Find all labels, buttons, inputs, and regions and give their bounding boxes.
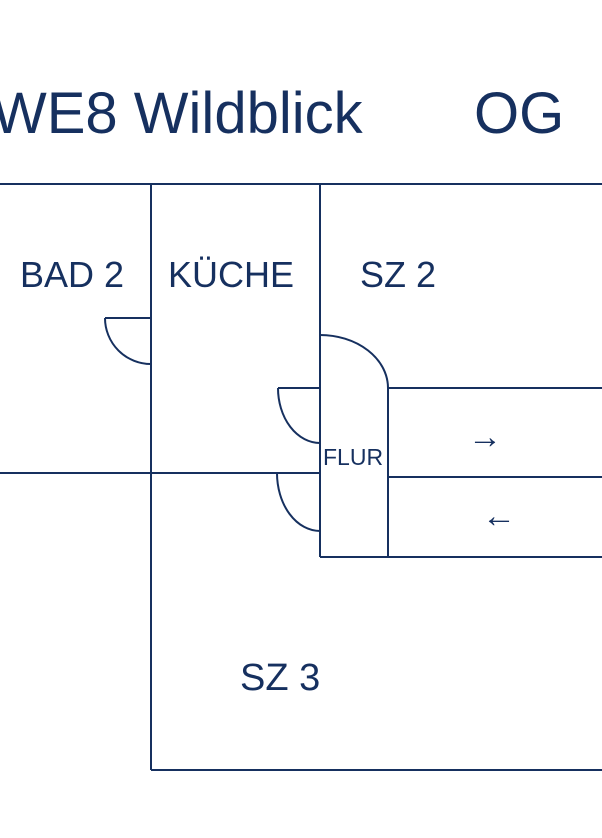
- doors: [104, 317, 389, 532]
- door-bad2: [104, 317, 152, 365]
- plan-title: WE8 Wildblick: [0, 81, 364, 146]
- arrow-left-icon: ←: [482, 497, 516, 535]
- room-label-sz3: SZ 3: [240, 657, 320, 699]
- door-sz3: [276, 472, 321, 532]
- door-kueche: [277, 387, 321, 444]
- room-label-sz2: SZ 2: [360, 254, 436, 295]
- walls: [0, 183, 602, 771]
- floor-label: OG: [474, 81, 564, 146]
- room-label-bad2: BAD 2: [20, 254, 124, 295]
- arrow-right-icon: →: [468, 418, 502, 456]
- room-label-flur: FLUR: [323, 444, 383, 470]
- door-sz2: [319, 334, 389, 389]
- room-label-kueche: KÜCHE: [168, 254, 294, 295]
